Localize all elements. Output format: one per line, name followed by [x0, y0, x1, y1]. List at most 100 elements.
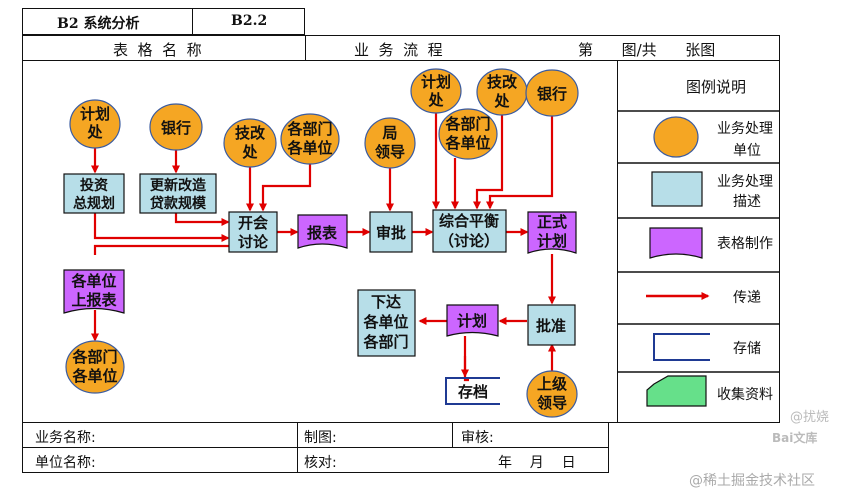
footer-review-cell: 审核:	[452, 422, 609, 448]
legend-label-form: 表格制作	[717, 236, 773, 252]
unit-gebumen-bottom-l2: 各单位	[71, 367, 117, 385]
watermark-author: @扰娆	[790, 410, 830, 425]
legend-label-desc-l2: 描述	[733, 194, 761, 210]
desc-xiada-l2: 各单位	[362, 313, 408, 331]
unit-yinhang-top: 银行	[525, 69, 579, 117]
footer-unit-name: 单位名称:	[35, 455, 96, 471]
legend-label-collect: 收集资料	[717, 386, 773, 403]
unit-ju-lingdao-l2: 领导	[374, 143, 405, 161]
legend-title: 图例说明	[686, 78, 746, 96]
unit-gebumen-bottom-l1: 各部门	[71, 348, 117, 366]
unit-jigai-top-l1: 技改	[487, 73, 518, 91]
unit-gebumen-right-l1: 各部门	[444, 115, 490, 133]
form-gedanwei-l2: 上报表	[71, 291, 117, 309]
unit-shangji-lingdao-l2: 领导	[536, 394, 567, 412]
footer-date: 年 月 日	[498, 455, 576, 471]
page-count-label: 第 图/共 张图	[578, 41, 716, 59]
storage-cundang: 存档	[445, 377, 500, 405]
legend-label-unit-l1: 业务处理	[717, 121, 773, 137]
process-label: 业 务 流 程	[354, 41, 443, 59]
unit-jigai-mid: 技改 处	[223, 118, 277, 168]
footer-drawn-by: 制图:	[304, 430, 337, 446]
process-cell: 业 务 流 程 第 图/共 张图	[305, 35, 780, 61]
desc-touzi-l2: 总规划	[73, 195, 115, 212]
unit-shangji-lingdao-l1: 上级	[537, 375, 568, 393]
footer-checked-by: 核对:	[304, 455, 337, 471]
desc-touzi: 投资 总规划	[63, 173, 125, 214]
unit-jigai-mid-l1: 技改	[235, 124, 266, 142]
unit-gebumen-top-l2: 各单位	[286, 139, 332, 157]
code-cell: B2.2	[192, 8, 305, 35]
desc-shenpi-l1: 审批	[376, 224, 406, 242]
unit-gebumen-right: 各部门 各单位	[438, 108, 498, 160]
unit-gebumen-top-l1: 各部门	[286, 120, 332, 138]
form-zhengshi-l2: 计划	[537, 232, 567, 250]
unit-yinhang-top-l1: 银行	[537, 85, 567, 103]
desc-pizhun: 批准	[527, 304, 576, 346]
legend-form-icon	[649, 227, 703, 259]
legend-label-store: 存储	[733, 341, 761, 357]
desc-kaihui: 开会 讨论	[228, 211, 278, 253]
footer-check-cell: 核对: 年 月 日	[297, 447, 609, 473]
unit-ju-lingdao: 局 领导	[364, 117, 416, 169]
form-baobiao-l1: 报表	[307, 224, 338, 242]
desc-pizhun-l1: 批准	[536, 317, 566, 335]
footer-business-name: 业务名称:	[35, 430, 96, 446]
desc-shenpi: 审批	[369, 211, 413, 253]
unit-gebumen-right-l2: 各单位	[444, 134, 490, 152]
legend-label-unit-l2: 单位	[733, 143, 761, 159]
unit-gebumen-bottom: 各部门 各单位	[65, 340, 125, 394]
desc-gengxin: 更新改造 贷款规模	[139, 173, 217, 214]
desc-gengxin-l1: 更新改造	[150, 177, 206, 194]
desc-gengxin-l2: 贷款规模	[150, 195, 207, 212]
unit-jigai-top-l2: 处	[493, 92, 510, 110]
desc-touzi-l1: 投资	[80, 177, 108, 194]
unit-jigai-mid-l2: 处	[241, 143, 258, 161]
unit-jihua-top: 计划 处	[410, 68, 462, 114]
table-name-label: 表 格 名 称	[113, 41, 202, 59]
legend-collect-icon	[646, 375, 707, 407]
footer-business-cell: 业务名称:	[22, 422, 298, 448]
storage-cundang-l1: 存档	[458, 383, 488, 401]
unit-yinhang-left-l1: 银行	[161, 119, 191, 137]
unit-jihua-top-l1: 计划	[421, 73, 451, 91]
legend-label-desc-l1: 业务处理	[717, 174, 773, 190]
watermark-community: @稀土掘金技术社区	[689, 473, 815, 489]
unit-yinhang-left: 银行	[149, 103, 203, 151]
footer-unit-cell: 单位名称:	[22, 447, 298, 473]
desc-xiada-l3: 各部门	[362, 333, 408, 351]
watermark-brand: Bai文库	[772, 431, 818, 445]
unit-jigai-top: 技改 处	[476, 68, 528, 116]
desc-zonghe-l2: （讨论）	[439, 232, 499, 250]
footer-reviewed-by: 审核:	[461, 430, 494, 446]
unit-ju-lingdao-l1: 局	[381, 124, 397, 142]
form-jihua: 计划	[446, 304, 499, 337]
form-gedanwei-shangbao: 各单位 上报表	[63, 269, 125, 314]
desc-xiada: 下达 各单位 各部门	[357, 289, 416, 357]
form-zhengshi: 正式 计划	[527, 211, 577, 254]
legend-grid	[617, 110, 780, 373]
doc-code: B2.2	[231, 13, 268, 29]
unit-shangji-lingdao: 上级 领导	[526, 370, 578, 418]
form-zhengshi-l1: 正式	[537, 213, 567, 231]
form-gedanwei-l1: 各单位	[70, 272, 116, 290]
footer-drawn-cell: 制图:	[297, 422, 453, 448]
unit-jihua-top-l2: 处	[427, 91, 444, 109]
desc-kaihui-l1: 开会	[238, 214, 268, 232]
unit-jihua-left-l2: 处	[86, 123, 103, 141]
legend-store-icon	[653, 333, 710, 361]
unit-gebumen-top: 各部门 各单位	[280, 113, 340, 165]
form-jihua-l1: 计划	[457, 312, 487, 330]
legend-label-transfer: 传递	[733, 290, 761, 306]
desc-kaihui-l2: 讨论	[238, 233, 269, 251]
desc-zonghe: 综合平衡 （讨论）	[432, 209, 507, 253]
desc-zonghe-l1: 综合平衡	[439, 212, 499, 230]
legend-desc-icon	[651, 171, 703, 207]
system-title: B2 系统分析	[57, 16, 140, 32]
system-title-cell: B2 系统分析	[22, 8, 193, 35]
unit-jihua-left-l1: 计划	[80, 105, 110, 123]
unit-jihua-left: 计划 处	[69, 99, 121, 149]
form-baobiao: 报表	[297, 214, 348, 249]
desc-xiada-l1: 下达	[371, 293, 401, 311]
